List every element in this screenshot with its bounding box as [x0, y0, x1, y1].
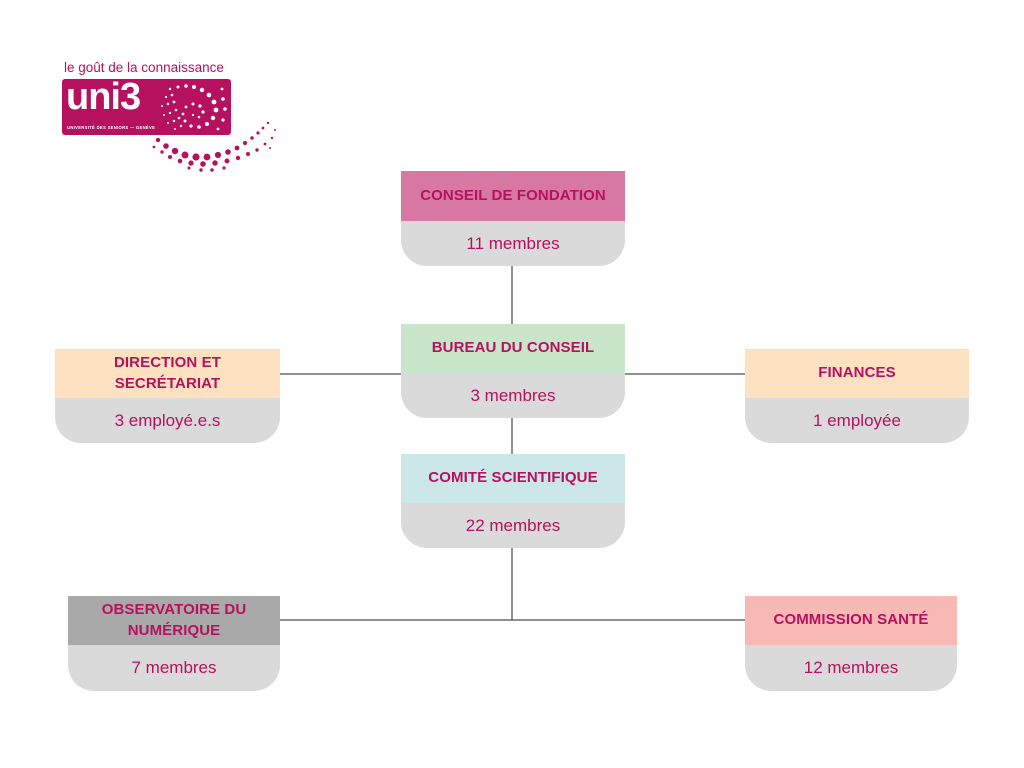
uni3-logo: le goût de la connaissance uni3 UNIVERSI… [62, 58, 282, 178]
logo-subline: UNIVERSITÉ DES SENIORS — GENÈVE [67, 125, 156, 130]
node-direction-et-secretariat: DIRECTION ET SECRÉTARIAT 3 employé.e.s [55, 349, 280, 443]
node-conseil-de-fondation: CONSEIL DE FONDATION 11 membres [401, 171, 625, 266]
node-observatoire-du-numerique: OBSERVATOIRE DU NUMÉRIQUE 7 membres [68, 596, 280, 691]
node-bureau-du-conseil: BUREAU DU CONSEIL 3 membres [401, 324, 625, 418]
node-comite-scientifique: COMITÉ SCIENTIFIQUE 22 membres [401, 454, 625, 548]
node-finances-title: FINANCES [745, 349, 969, 398]
node-observatoire-title: OBSERVATOIRE DU NUMÉRIQUE [68, 596, 280, 645]
node-finances-detail: 1 employée [745, 398, 969, 443]
node-finances: FINANCES 1 employée [745, 349, 969, 443]
node-observatoire-detail: 7 membres [68, 645, 280, 691]
node-direction-detail: 3 employé.e.s [55, 398, 280, 443]
node-comite-scientifique-title: COMITÉ SCIENTIFIQUE [401, 454, 625, 503]
logo-badge: uni3 UNIVERSITÉ DES SENIORS — GENÈVE [62, 79, 231, 135]
node-conseil-de-fondation-detail: 11 membres [401, 221, 625, 266]
node-commission-sante-detail: 12 membres [745, 645, 957, 691]
logo-badge-bg [62, 79, 231, 135]
node-conseil-de-fondation-title: CONSEIL DE FONDATION [401, 171, 625, 221]
node-commission-sante-title: COMMISSION SANTÉ [745, 596, 957, 645]
node-comite-scientifique-detail: 22 membres [401, 503, 625, 548]
node-bureau-du-conseil-title: BUREAU DU CONSEIL [401, 324, 625, 373]
node-bureau-du-conseil-detail: 3 membres [401, 373, 625, 418]
logo-tagline: le goût de la connaissance [64, 60, 224, 75]
node-direction-title: DIRECTION ET SECRÉTARIAT [55, 349, 280, 398]
logo-swirl-dots [152, 121, 276, 172]
logo-wordmark: uni3 [66, 79, 141, 118]
node-commission-sante: COMMISSION SANTÉ 12 membres [745, 596, 957, 691]
